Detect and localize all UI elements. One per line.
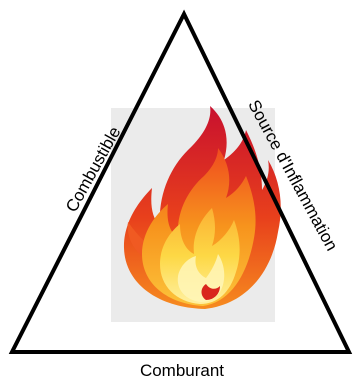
fire-icon [123, 106, 281, 309]
bottom-label: Comburant [140, 361, 224, 380]
fire-triangle-outline [8, 9, 353, 354]
flame-red-accent [201, 284, 220, 300]
